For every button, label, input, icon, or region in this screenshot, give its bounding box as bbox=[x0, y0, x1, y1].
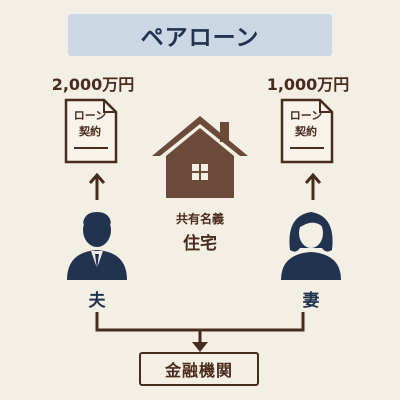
document-line-2: 契約 bbox=[79, 125, 101, 138]
document-line-2: 契約 bbox=[295, 125, 317, 138]
wife-loan-document: ローン 契約 bbox=[280, 98, 336, 164]
husband-icon bbox=[67, 212, 127, 280]
document-icon bbox=[64, 98, 118, 164]
document-icon bbox=[280, 98, 334, 164]
house-caption-home: 住宅 bbox=[183, 234, 217, 254]
house-caption-ownership: 共有名義 bbox=[175, 212, 224, 226]
arrow-up-icon bbox=[304, 172, 322, 200]
connector-line bbox=[95, 312, 305, 332]
title-banner: ペアローン bbox=[68, 14, 332, 56]
husband-label: 夫 bbox=[88, 291, 106, 311]
wife-label: 妻 bbox=[302, 291, 320, 311]
arrow-up-icon bbox=[88, 172, 106, 200]
wife-icon bbox=[281, 212, 341, 280]
husband-loan-amount: 2,000万円 bbox=[51, 75, 135, 94]
page-title: ペアローン bbox=[140, 25, 260, 51]
document-line-1: ローン bbox=[73, 109, 107, 122]
arrow-down-icon bbox=[192, 342, 208, 352]
house-icon bbox=[152, 116, 248, 198]
wife-loan-amount: 1,000万円 bbox=[266, 75, 350, 94]
financial-institution-label: 金融機関 bbox=[164, 361, 233, 380]
husband-loan-document: ローン 契約 bbox=[64, 98, 120, 164]
financial-institution-box: 金融機関 bbox=[139, 352, 259, 386]
document-line-1: ローン bbox=[289, 109, 323, 122]
